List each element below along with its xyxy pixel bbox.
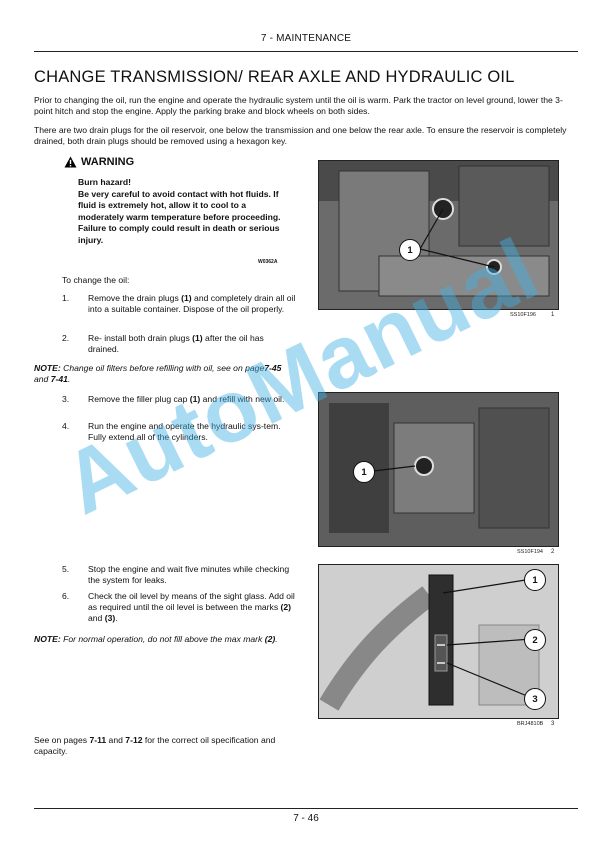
callout-1: 1 xyxy=(524,569,546,591)
step-ref: (1) xyxy=(181,293,192,303)
see-pages-paragraph: See on pages 7-11 and 7-12 for the corre… xyxy=(34,735,296,757)
step-number: 1. xyxy=(62,293,70,303)
step-text-part: Check the oil level by means of the sigh… xyxy=(88,591,295,612)
step-text-part: Remove the drain plugs xyxy=(88,293,182,303)
callout-1: 1 xyxy=(353,461,375,483)
step-text: Remove the drain plugs (1) and completel… xyxy=(88,293,296,315)
figure-2-code: SS10F194 xyxy=(517,549,543,555)
see-text: See on pages xyxy=(34,735,90,745)
callout-3: 3 xyxy=(524,688,546,710)
figure-3-number: 3 xyxy=(551,721,555,727)
page-header: 7 - MAINTENANCE xyxy=(260,33,352,44)
step-text: Remove the filler plug cap (1) and refil… xyxy=(88,394,296,405)
callout-2: 2 xyxy=(524,629,546,651)
callout-1: 1 xyxy=(399,239,421,261)
note-text: Change oil filters before refilling with… xyxy=(60,363,265,373)
note-text: . xyxy=(275,634,278,644)
step-ref: (3) xyxy=(104,613,116,623)
warning-label: WARNING xyxy=(81,156,135,168)
procedure-intro: To change the oil: xyxy=(62,275,130,285)
step-text-part: and completely drain all oil into a suit… xyxy=(88,293,296,314)
step-text-part: after the oil has drained. xyxy=(88,333,264,354)
step-number: 2. xyxy=(62,333,70,343)
step-ref: (1) xyxy=(192,333,203,343)
figure-1-code: SS10F196 xyxy=(510,312,536,318)
step-text-part: Remove the filler plug cap xyxy=(88,394,190,404)
step-ref: (1) xyxy=(189,394,201,404)
note-oil-filters: NOTE: Change oil filters before refillin… xyxy=(34,363,296,385)
step-number: 6. xyxy=(62,591,70,601)
figure-2-number: 2 xyxy=(551,549,555,555)
page-ref: 7-41 xyxy=(50,374,68,384)
step-text: Check the oil level by means of the sigh… xyxy=(88,591,296,624)
intro-paragraph-1: Prior to changing the oil, run the engin… xyxy=(34,95,563,116)
page-ref: 7-12 xyxy=(125,735,143,745)
step-text: Re- install both drain plugs (1) after t… xyxy=(88,333,296,355)
note-text: For normal operation, do not fill above … xyxy=(60,634,265,644)
warning-code: W0362A xyxy=(258,259,278,265)
step-number: 3. xyxy=(62,394,70,404)
step-number: 5. xyxy=(62,564,70,574)
note-text: . xyxy=(67,374,71,384)
see-text: and xyxy=(106,735,126,745)
note-text: and xyxy=(34,374,51,384)
warning-triangle-icon xyxy=(64,156,77,168)
figure-3-code: BRJ4810B xyxy=(517,721,544,727)
warning-body: Burn hazard! Be very careful to avoid co… xyxy=(78,177,288,246)
note-max-mark: NOTE: For normal operation, do not fill … xyxy=(34,634,296,645)
note-label: NOTE: xyxy=(34,363,61,373)
see-text: for the correct oil specification and ca… xyxy=(34,735,276,756)
step-text-part: and refill with new oil. xyxy=(200,394,285,404)
figure-drain-plugs: 1 xyxy=(318,160,559,310)
warning-line: Failure to comply could result in death … xyxy=(78,223,280,245)
page-ref: 7-45 xyxy=(264,363,282,373)
intro-paragraph-2: There are two drain plugs for the oil re… xyxy=(34,125,567,146)
warning-line: Be very careful to avoid contact with ho… xyxy=(78,188,281,222)
figure-1-number: 1 xyxy=(551,312,555,318)
page-ref: 7-11 xyxy=(89,735,107,745)
step-text-part: . xyxy=(115,613,118,623)
step-text-part: Re- install both drain plugs xyxy=(88,333,193,343)
step-number: 4. xyxy=(62,421,70,431)
step-ref: (2) xyxy=(264,634,276,644)
warning-heading: WARNING xyxy=(64,156,134,168)
figure-filler-plug: 1 xyxy=(318,392,559,547)
step-text: Run the engine and operate the hydraulic… xyxy=(88,421,281,442)
page-number: 7 - 46 xyxy=(293,813,319,824)
figure-1-photo xyxy=(319,161,558,309)
header-rule xyxy=(34,51,578,52)
figure-sight-glass: 1 2 3 xyxy=(318,564,559,719)
figure-3-photo xyxy=(319,565,558,718)
step-text-part: and xyxy=(88,613,105,623)
step-text: Stop the engine and wait five minutes wh… xyxy=(88,564,290,585)
section-title: CHANGE TRANSMISSION/ REAR AXLE AND HYDRA… xyxy=(34,68,515,86)
step-ref: (2) xyxy=(280,602,292,612)
note-label: NOTE: xyxy=(34,634,61,644)
warning-line: Burn hazard! xyxy=(78,177,131,187)
footer-rule xyxy=(34,808,578,809)
